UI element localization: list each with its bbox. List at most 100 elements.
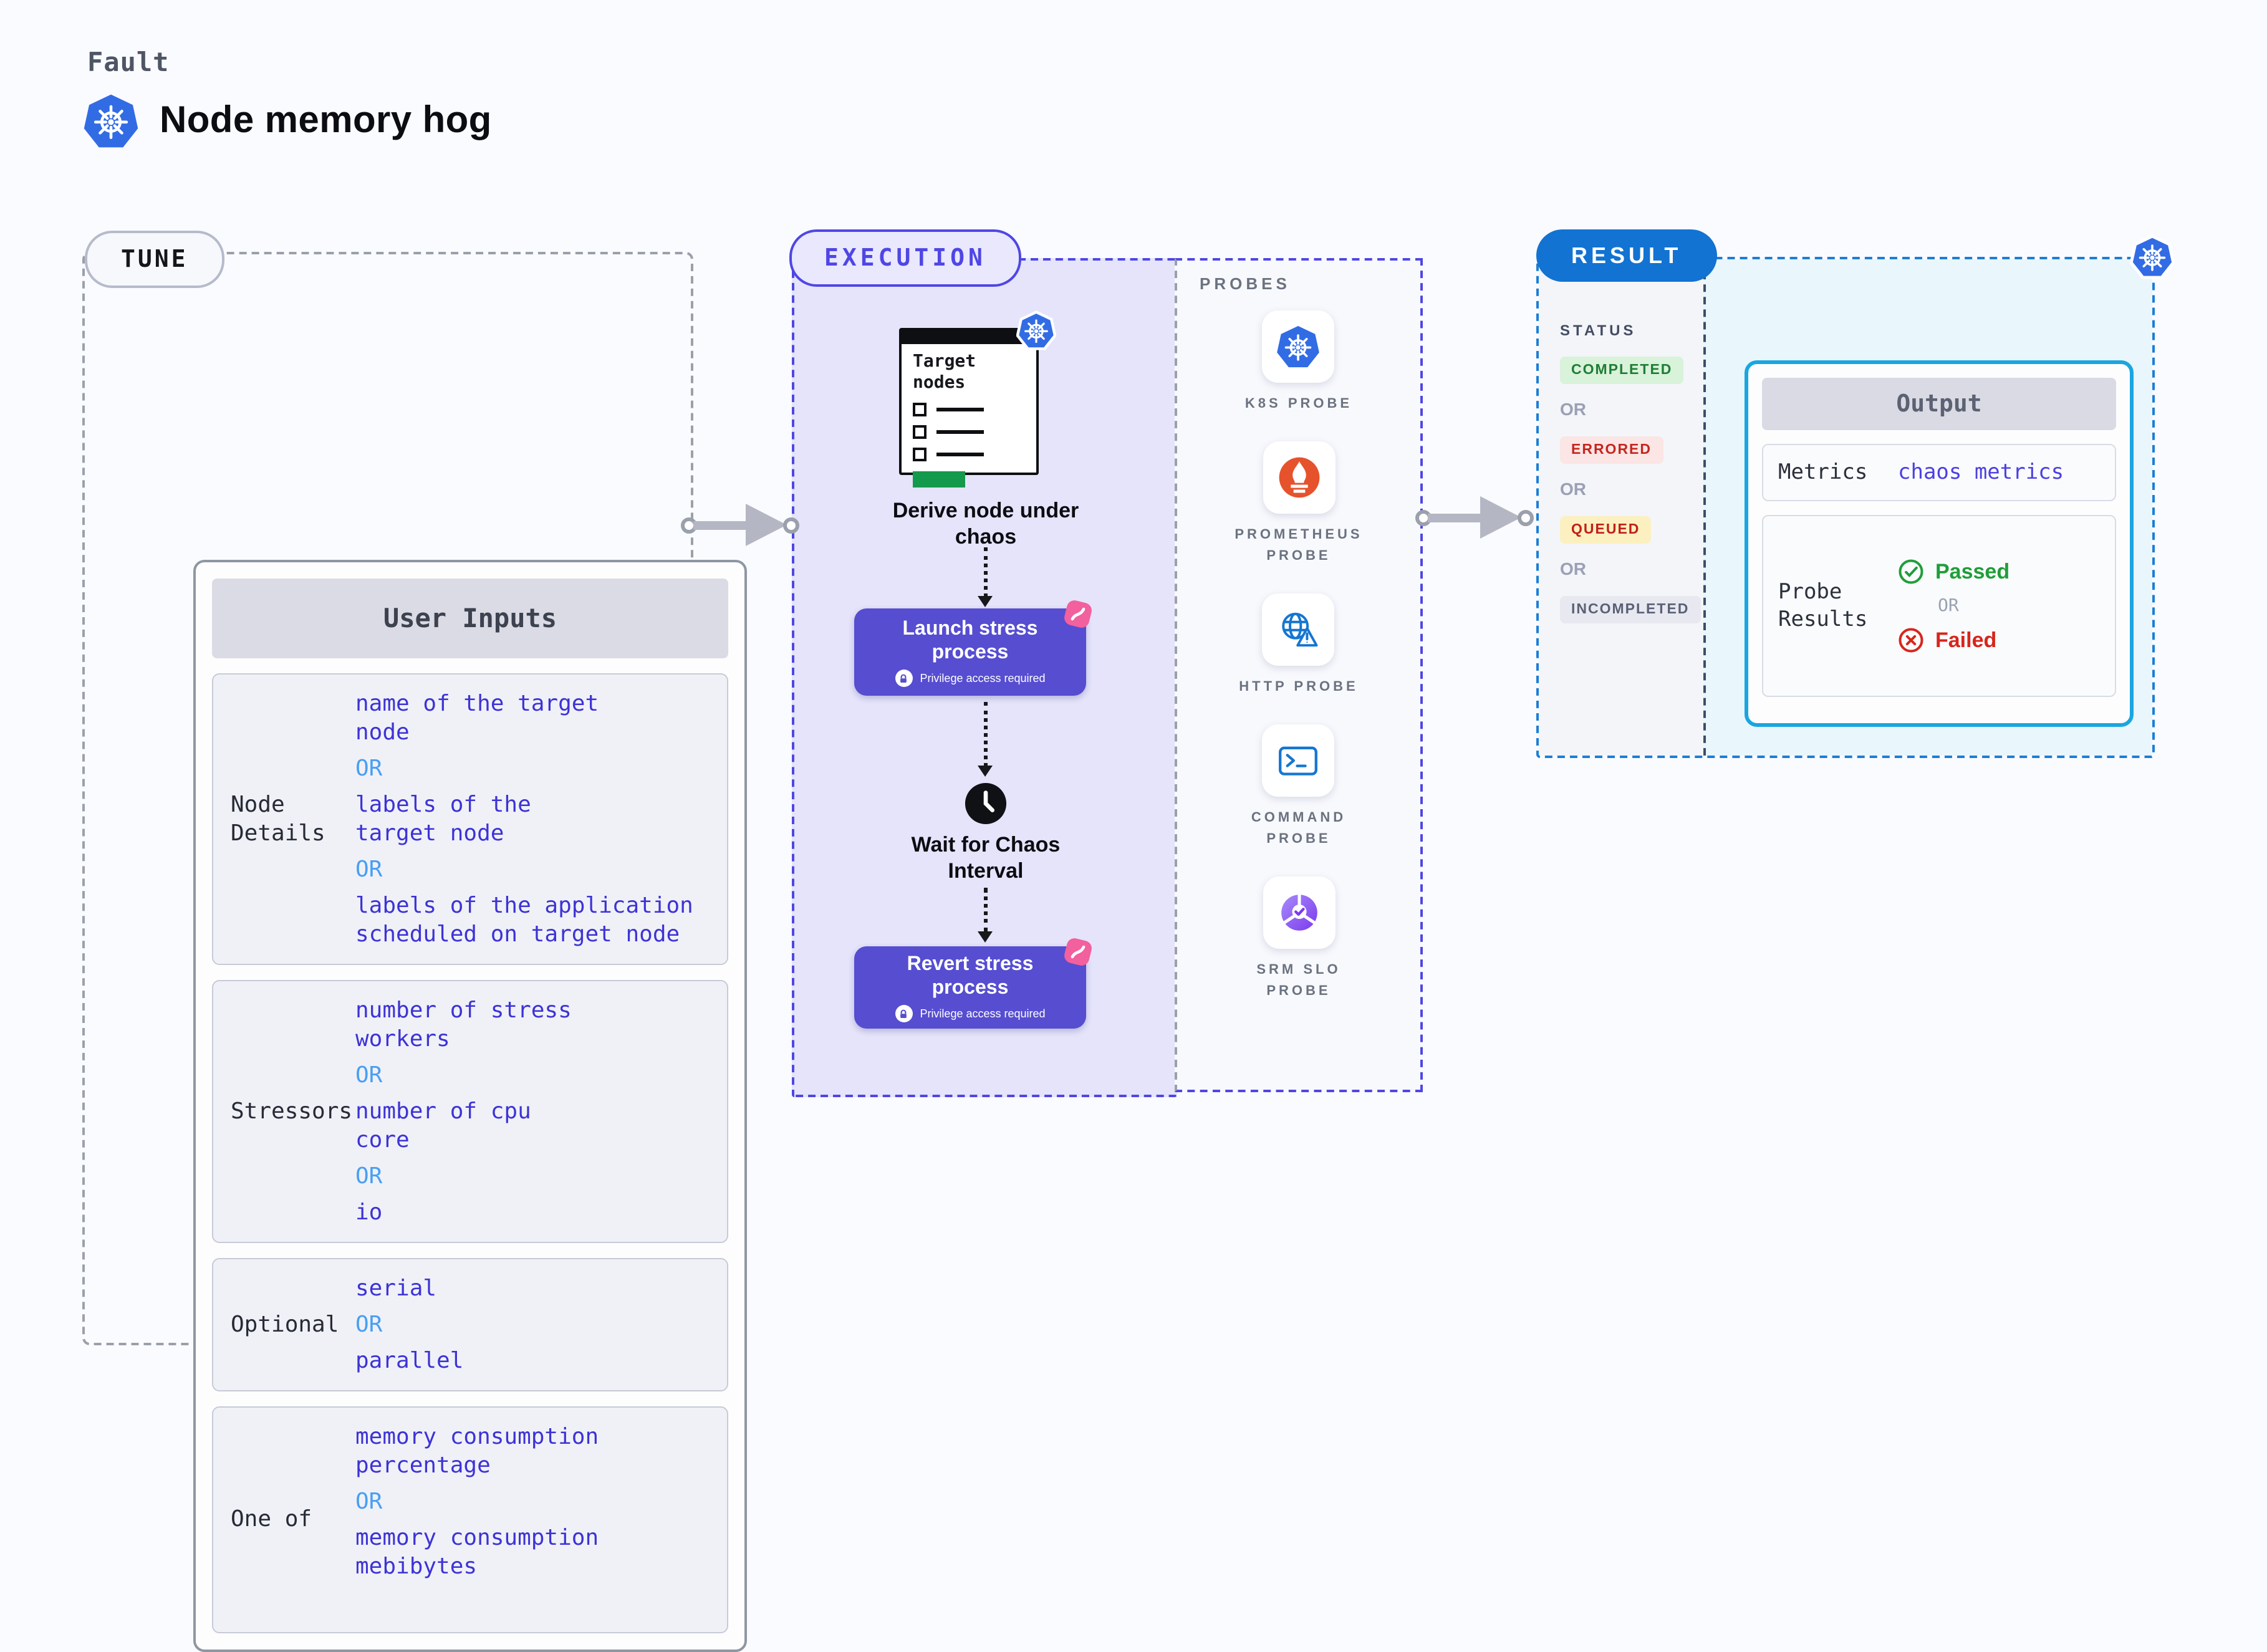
table-row-stressors: Stressors number of stress workers OR nu… <box>212 980 728 1243</box>
check-circle-icon <box>1899 559 1923 584</box>
status-badge-incompleted: INCOMPLETED <box>1560 596 1701 623</box>
connector-dot <box>783 517 799 533</box>
row-option: memory consumption percentage <box>355 1424 599 1479</box>
row-option: labels of the target node <box>355 792 531 847</box>
row-option: serial <box>355 1275 437 1302</box>
globe-alert-icon <box>1283 613 1319 647</box>
arrow-head <box>746 504 787 546</box>
target-nodes-card: Target nodes <box>899 328 1039 487</box>
x-circle-icon <box>1899 628 1923 653</box>
revert-stress-process-button[interactable]: Revert stress process Privilege access r… <box>854 938 1092 1029</box>
status-badge-queued: QUEUED <box>1560 516 1652 544</box>
step-wait-label: Wait for Chaos Interval <box>911 833 1061 883</box>
output-header: Output <box>1762 378 2116 430</box>
connector-dot <box>1518 509 1534 526</box>
prometheus-icon <box>1278 457 1319 498</box>
page-title-row: Node memory hog <box>82 92 492 150</box>
checkbox-icon <box>913 448 927 461</box>
or-label: OR <box>1560 399 1586 419</box>
row-label: Node Details <box>231 791 325 847</box>
target-nodes-title: Target nodes <box>913 352 976 393</box>
probe-item-srm-slo: SRM SLO PROBE <box>1256 876 1340 1003</box>
lock-icon <box>895 670 913 687</box>
or-label: OR <box>355 1312 383 1338</box>
status-badge-errored: ERRORED <box>1560 436 1663 464</box>
window-titlebar <box>902 330 1036 344</box>
row-label: One of <box>231 1506 312 1533</box>
privilege-note: Privilege access required <box>920 1007 1046 1020</box>
launch-stress-process-button[interactable]: Launch stress process Privilege access r… <box>854 600 1092 696</box>
chaos-icon <box>1064 938 1092 966</box>
or-label: OR <box>355 1163 383 1189</box>
metrics-value: chaos metrics <box>1898 460 2064 485</box>
row-option: parallel <box>355 1348 464 1374</box>
row-option: io <box>355 1199 383 1226</box>
or-label: OR <box>355 756 383 782</box>
button-label: Revert stress process <box>907 954 1034 999</box>
or-label: OR <box>1560 559 1586 579</box>
clock-icon <box>965 782 1007 825</box>
probes-title: PROBES <box>1200 274 1291 293</box>
diagram-canvas: Fault Node memory hog TUNE User Inputs N… <box>82 47 2175 1652</box>
row-label: Probe Results <box>1778 580 1868 632</box>
or-label: OR <box>355 857 383 883</box>
arrow-head <box>978 596 993 607</box>
or-label: OR <box>1938 596 1959 616</box>
passed-label: Passed <box>1935 559 2010 583</box>
or-label: OR <box>355 1489 383 1515</box>
output-row-metrics: Metrics chaos metrics <box>1762 444 2116 501</box>
probe-item-k8s: K8S PROBE <box>1245 310 1352 415</box>
status-title: STATUS <box>1560 322 1637 339</box>
row-label: Metrics <box>1778 460 1868 485</box>
row-option: name of the target node <box>355 691 599 746</box>
kubernetes-icon <box>1278 325 1320 368</box>
kubernetes-icon <box>84 94 138 148</box>
result-badge: RESULT <box>1536 229 1717 282</box>
row-label: Stressors <box>231 1098 353 1125</box>
flow-connector <box>984 702 988 767</box>
execution-section: Target nodes Derive node under chaos <box>792 258 1177 1097</box>
slo-check-icon <box>1281 894 1317 931</box>
table-row-optional: Optional serial OR parallel <box>212 1258 728 1391</box>
checkbox-icon <box>913 403 927 416</box>
probe-item-command: COMMAND PROBE <box>1251 724 1346 850</box>
status-badge-completed: COMPLETED <box>1560 357 1684 384</box>
row-option: memory consumption mebibytes <box>355 1525 599 1580</box>
checkbox-icon <box>913 425 927 439</box>
tune-badge: TUNE <box>85 231 224 288</box>
chaos-icon <box>1064 600 1092 628</box>
result-section: Output Metrics chaos metrics Probe Resul… <box>1536 257 2155 758</box>
fault-eyebrow: Fault <box>87 47 170 77</box>
probes-section: PROBES K8S PROBE <box>1175 258 1423 1092</box>
kubernetes-icon <box>2130 234 2175 279</box>
result-status-column: STATUS COMPLETED OR ERRORED OR QUEUED OR… <box>1539 259 1703 756</box>
step-derive-label: Derive node under chaos <box>892 499 1079 549</box>
flow-connector <box>984 547 988 597</box>
probe-item-prometheus: PROMETHEUS PROBE <box>1235 441 1362 567</box>
row-label: Optional <box>231 1311 339 1338</box>
or-label: OR <box>355 1062 383 1088</box>
failed-label: Failed <box>1935 628 1997 651</box>
table-row-one-of: One of memory consumption percentage OR … <box>212 1406 728 1633</box>
flow-connector <box>984 888 988 933</box>
execution-badge: EXECUTION <box>789 229 1021 287</box>
lock-icon <box>895 1005 913 1022</box>
arrow-head <box>978 931 993 943</box>
result-output-area: Output Metrics chaos metrics Probe Resul… <box>1703 259 2152 756</box>
or-label: OR <box>1560 479 1586 499</box>
table-row-node-details: Node Details name of the target node OR … <box>212 673 728 965</box>
output-card: Output Metrics chaos metrics Probe Resul… <box>1745 360 2134 727</box>
green-button-bar <box>913 471 965 487</box>
tune-section: User Inputs Node Details name of the tar… <box>82 252 747 1652</box>
output-row-probe-results: Probe Results Passed OR <box>1762 515 2116 697</box>
arrow-head <box>1480 496 1521 539</box>
probe-item-http: HTTP PROBE <box>1239 593 1358 698</box>
terminal-icon <box>1279 747 1318 776</box>
user-inputs-table: User Inputs Node Details name of the tar… <box>193 560 747 1652</box>
button-label: Launch stress process <box>902 618 1038 663</box>
row-option: number of cpu core <box>355 1098 531 1153</box>
kubernetes-icon <box>1016 310 1056 350</box>
user-inputs-header: User Inputs <box>212 579 728 658</box>
page-title: Node memory hog <box>160 100 492 141</box>
arrow-head <box>978 766 993 777</box>
